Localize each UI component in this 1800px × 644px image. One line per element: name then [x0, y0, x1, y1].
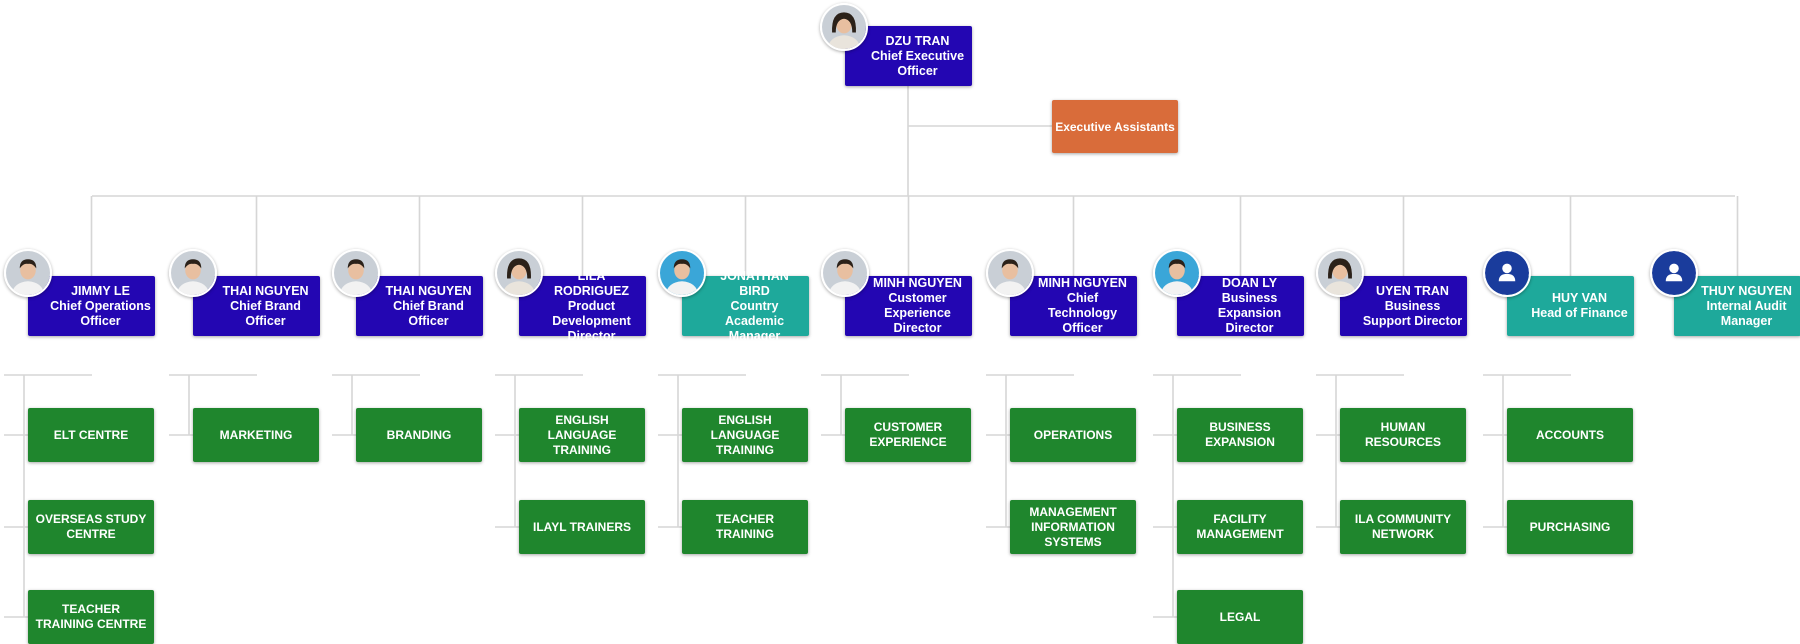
- executive-name: MINH NGUYEN: [1038, 276, 1127, 290]
- department-card[interactable]: OVERSEAS STUDY CENTRE: [28, 500, 154, 554]
- person-placeholder-icon: [1483, 249, 1531, 297]
- department-label: CUSTOMER EXPERIENCE: [869, 420, 947, 449]
- person-placeholder-icon: [1650, 249, 1698, 297]
- department-label: ENGLISH LANGUAGE TRAINING: [547, 412, 617, 457]
- executive-name: JIMMY LE: [71, 283, 130, 298]
- department-card[interactable]: BRANDING: [356, 408, 482, 462]
- executive-title: Chief Operations Officer: [50, 298, 151, 328]
- department-label: OVERSEAS STUDY CENTRE: [35, 512, 147, 541]
- department-card[interactable]: HUMAN RESOURCES: [1340, 408, 1466, 462]
- executive-avatar: [986, 249, 1034, 297]
- executive-avatar: [658, 249, 706, 297]
- executive-name: HUY VAN: [1551, 291, 1608, 305]
- department-label: MARKETING: [219, 427, 293, 442]
- executive-name: THAI NGUYEN: [222, 283, 309, 298]
- executive-name: THAI NGUYEN: [385, 283, 472, 298]
- executive-name: JONATHAN BIRD: [720, 268, 789, 298]
- department-card[interactable]: FACILITY MANAGEMENT: [1177, 500, 1303, 554]
- department-label: BRANDING: [386, 427, 452, 442]
- department-card[interactable]: LEGAL: [1177, 590, 1303, 644]
- executive-title: Chief Technology Officer: [1047, 291, 1118, 335]
- executive-name: DOAN LY: [1221, 276, 1278, 290]
- department-card[interactable]: CUSTOMER EXPERIENCE: [845, 408, 971, 462]
- executive-title: Chief Brand Officer: [393, 298, 464, 328]
- executive-avatar: [332, 249, 380, 297]
- executive-title: Business Support Director: [1362, 298, 1463, 328]
- department-label: ILA COMMUNITY NETWORK: [1354, 512, 1452, 541]
- department-card[interactable]: ILA COMMUNITY NETWORK: [1340, 500, 1466, 554]
- department-card[interactable]: ILAYL TRAINERS: [519, 500, 645, 554]
- executive-avatar: [169, 249, 217, 297]
- executive-name: LILA RODRIGUEZ: [554, 268, 629, 298]
- executive-title: Customer Experience Director: [884, 291, 951, 335]
- executive-avatar: [1316, 249, 1364, 297]
- department-label: MANAGEMENT INFORMATION SYSTEMS: [1029, 504, 1117, 549]
- executive-name: UYEN TRAN: [1376, 283, 1449, 298]
- ceo-name: DZU TRAN: [885, 33, 950, 48]
- department-card[interactable]: OPERATIONS: [1010, 408, 1136, 462]
- department-card[interactable]: ACCOUNTS: [1507, 408, 1633, 462]
- executive-assistants-card[interactable]: Executive Assistants: [1052, 100, 1178, 153]
- department-card[interactable]: ENGLISH LANGUAGE TRAINING: [519, 408, 645, 462]
- department-label: HUMAN RESOURCES: [1364, 420, 1441, 449]
- department-label: FACILITY MANAGEMENT: [1196, 512, 1284, 541]
- executive-avatar: [4, 249, 52, 297]
- department-label: TEACHER TRAINING CENTRE: [35, 602, 147, 631]
- executive-name: THUY NGUYEN: [1701, 283, 1792, 298]
- department-label: LEGAL: [1219, 609, 1261, 624]
- department-label: ILAYL TRAINERS: [532, 519, 631, 534]
- department-card[interactable]: ELT CENTRE: [28, 408, 154, 462]
- department-card[interactable]: MARKETING: [193, 408, 319, 462]
- department-card[interactable]: PURCHASING: [1507, 500, 1633, 554]
- department-card[interactable]: BUSINESS EXPANSION: [1177, 408, 1303, 462]
- department-label: OPERATIONS: [1033, 427, 1113, 442]
- department-card[interactable]: TEACHER TRAINING CENTRE: [28, 590, 154, 644]
- department-label: PURCHASING: [1529, 519, 1611, 534]
- executive-title: Head of Finance: [1531, 306, 1628, 320]
- executive-name: MINH NGUYEN: [873, 276, 962, 290]
- department-label: ELT CENTRE: [53, 427, 129, 442]
- department-card[interactable]: MANAGEMENT INFORMATION SYSTEMS: [1010, 500, 1136, 554]
- executive-avatar: [1153, 249, 1201, 297]
- executive-assistants-label: Executive Assistants: [1055, 119, 1175, 134]
- executive-title: Business Expansion Director: [1217, 291, 1282, 335]
- department-card[interactable]: TEACHER TRAINING: [682, 500, 808, 554]
- executive-title: Product Development Director: [552, 298, 631, 343]
- department-label: TEACHER TRAINING: [715, 512, 774, 541]
- department-label: ENGLISH LANGUAGE TRAINING: [710, 412, 780, 457]
- ceo-avatar-photo: [822, 5, 866, 49]
- executive-avatar: [495, 249, 543, 297]
- department-card[interactable]: ENGLISH LANGUAGE TRAINING: [682, 408, 808, 462]
- ceo-title: Chief Executive Officer: [870, 48, 965, 78]
- executive-avatar: [821, 249, 869, 297]
- executive-title: Chief Brand Officer: [230, 298, 301, 328]
- department-label: BUSINESS EXPANSION: [1205, 420, 1275, 449]
- ceo-avatar: [820, 3, 868, 51]
- executive-title: Internal Audit Manager: [1706, 298, 1787, 328]
- department-label: ACCOUNTS: [1536, 427, 1604, 442]
- executive-title: Country Academic Manager: [724, 298, 785, 343]
